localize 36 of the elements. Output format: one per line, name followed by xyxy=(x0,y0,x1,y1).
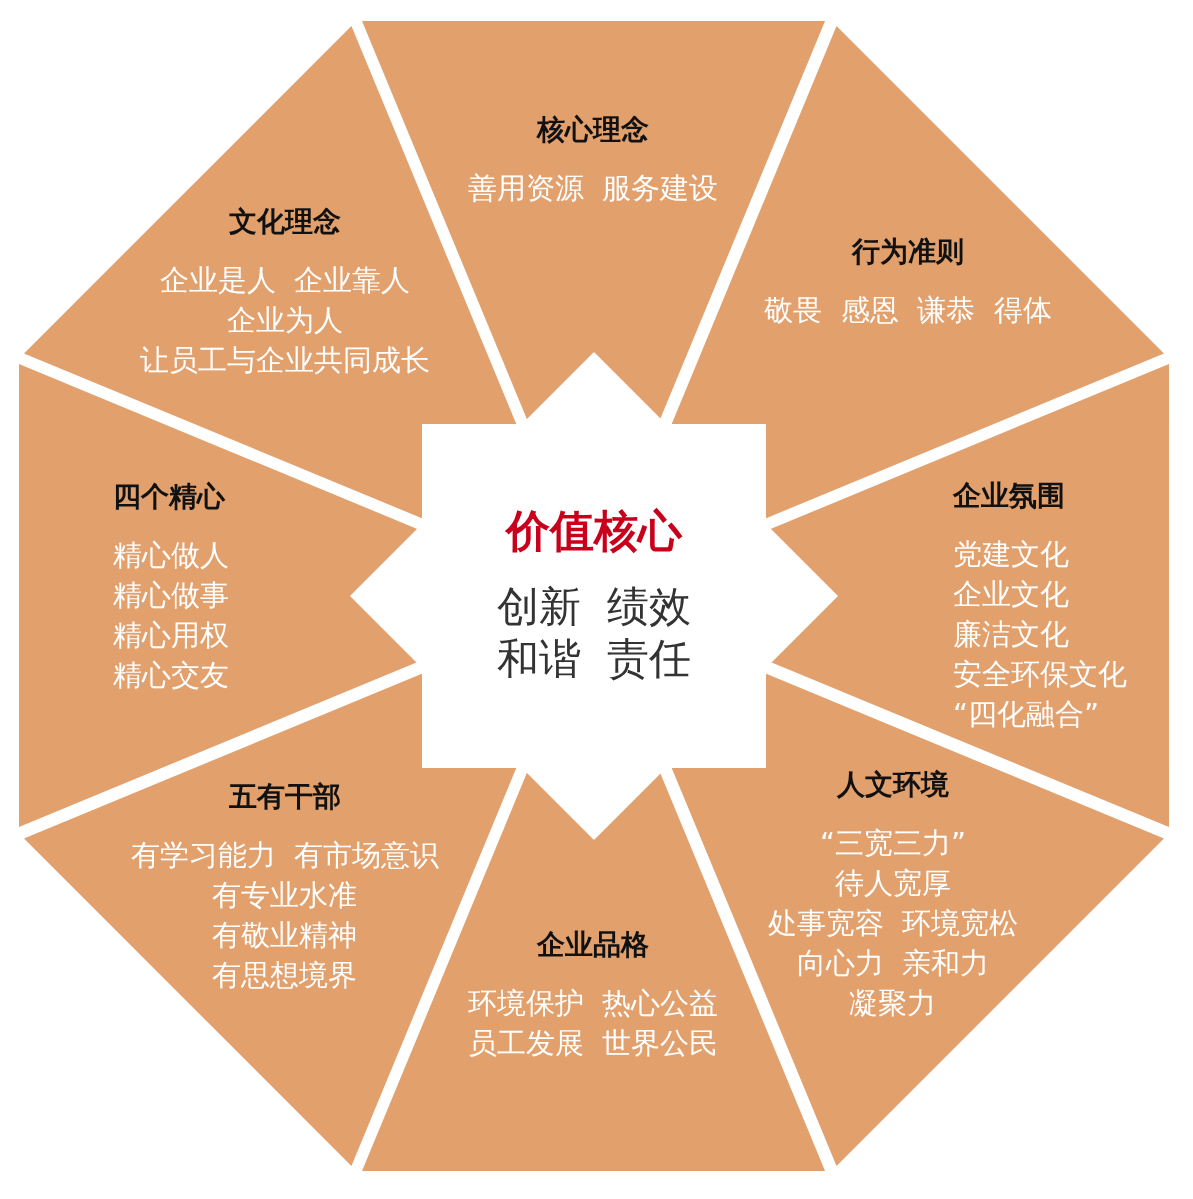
segment-text: 有思想境界 xyxy=(212,957,358,994)
segment-heading: 行为准则 xyxy=(852,234,964,270)
segment-text: 善用资源 服务建设 xyxy=(467,170,719,207)
segment-text: 安全环保文化 xyxy=(953,656,1127,693)
segment-text: “四化融合” xyxy=(953,696,1100,733)
segment-text: 党建文化 xyxy=(953,536,1069,573)
segment-text: 有敬业精神 xyxy=(212,917,358,954)
segment-text: “三宽三力” xyxy=(819,825,966,862)
segment-text: 精心做人 xyxy=(113,537,229,574)
segment-text: 企业是人 企业靠人 xyxy=(159,262,411,299)
segment-text: 有专业水准 xyxy=(212,877,358,914)
segment-heading: 人文环境 xyxy=(837,767,949,803)
segment-text: 有学习能力 有市场意识 xyxy=(130,837,440,874)
segment-text: 敬畏 感恩 谦恭 得体 xyxy=(764,292,1052,329)
segment-heading: 文化理念 xyxy=(229,204,341,240)
segment-heading: 四个精心 xyxy=(113,479,225,515)
segment-heading: 企业品格 xyxy=(537,927,649,963)
segment-text: 企业文化 xyxy=(953,576,1069,613)
center-text: 和谐 责任 xyxy=(496,633,692,685)
segment-text: 精心交友 xyxy=(113,657,229,694)
center-text: 创新 绩效 xyxy=(496,581,692,633)
segment-text: 企业为人 xyxy=(227,302,343,339)
segment-text: 精心用权 xyxy=(113,617,229,654)
segment-text: 让员工与企业共同成长 xyxy=(140,342,430,379)
segment-text: 环境保护 热心公益 xyxy=(467,985,719,1022)
segment-heading: 企业氛围 xyxy=(953,478,1065,514)
segment-heading: 核心理念 xyxy=(537,112,649,148)
segment-heading: 五有干部 xyxy=(229,779,341,815)
segment-text: 待人宽厚 xyxy=(835,865,951,902)
segment-text: 员工发展 世界公民 xyxy=(467,1025,719,1062)
segment-text: 精心做事 xyxy=(113,577,229,614)
segment-text: 廉洁文化 xyxy=(953,616,1069,653)
segment-text: 处事宽容 环境宽松 xyxy=(767,905,1019,942)
segment-text: 向心力 亲和力 xyxy=(796,945,990,982)
segment-text: 凝聚力 xyxy=(849,985,937,1022)
center-title: 价值核心 xyxy=(506,504,682,558)
